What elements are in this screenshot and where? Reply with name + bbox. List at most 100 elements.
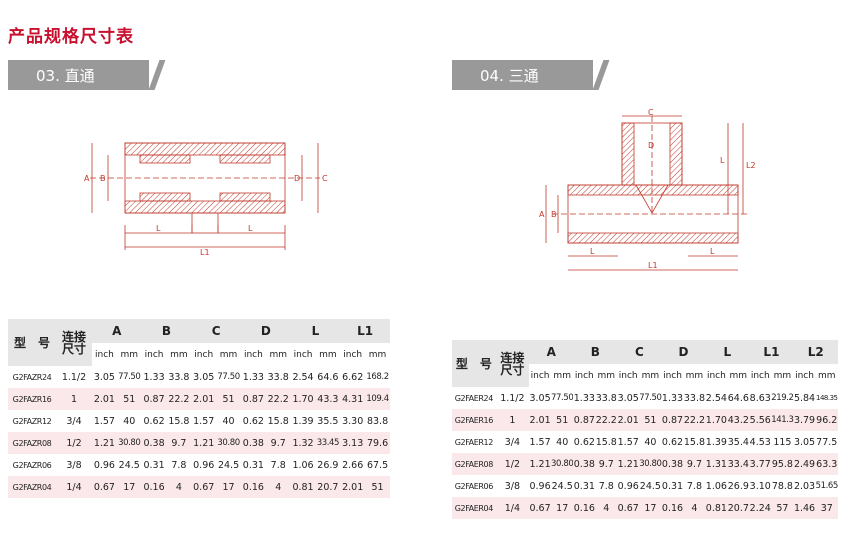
value-cell: 3.05 [617, 392, 639, 404]
value-cell: 0.62 [143, 415, 165, 427]
value-cell: 40 [556, 436, 569, 448]
header-group-l: L [705, 340, 750, 364]
value-cell: 148.35 [816, 394, 838, 402]
connection-size-cell: 1 [56, 388, 92, 410]
value-cell: 2.54 [705, 392, 727, 404]
header-connection-size: 连接 尺寸 [495, 340, 530, 387]
value-cell: 30.80 [551, 453, 574, 475]
value-cell: 79.6 [365, 432, 390, 454]
value-cell: 37 [815, 497, 838, 519]
section-label: 04. 三通 [480, 66, 539, 85]
header-connection-size: 连接 尺寸 [56, 319, 92, 366]
value-cell: 51 [551, 409, 574, 431]
value-cell: 0.67 [92, 476, 117, 498]
value-cell: 63.3 [815, 453, 838, 475]
connection-size-cell: 1.1/2 [61, 371, 87, 383]
value-cell: 30.80 [639, 453, 662, 475]
value-cell: 15.8 [683, 436, 706, 448]
model-cell: G2FAER04 [452, 497, 496, 519]
header-unit-mm: mm [641, 370, 660, 381]
value-cell: 24.5 [551, 480, 573, 492]
value-cell: 96.2 [815, 409, 838, 431]
value-cell: 0.31 [143, 459, 165, 471]
value-cell: 57 [771, 497, 794, 519]
value-cell: 30.80 [216, 432, 241, 454]
dim-L1: L1 [648, 261, 658, 270]
value-cell: 51 [216, 388, 241, 410]
value-cell: 0.96 [617, 480, 639, 492]
header-model: 型 号 [8, 319, 56, 366]
value-cell: 33.8 [168, 371, 190, 383]
header-unit-inch: inch [293, 349, 313, 360]
value-cell: 30.80 [116, 432, 142, 454]
value-cell: 64.6 [727, 392, 749, 404]
value-cell: 17 [551, 497, 574, 519]
dim-L2: L2 [746, 161, 756, 170]
value-cell: 1.46 [793, 497, 816, 519]
value-cell: 0.81 [705, 497, 728, 519]
section-banner-straight: 03. 直通 [8, 60, 166, 90]
value-cell: 1.21 [191, 432, 217, 454]
model-cell: G2FAER12 [454, 437, 494, 447]
value-cell: 33.4 [727, 453, 750, 475]
value-cell: 43.3 [315, 388, 341, 410]
value-cell: 40 [644, 436, 657, 448]
value-cell: 20.7 [315, 476, 341, 498]
header-unit-inch: inch [750, 370, 770, 381]
value-cell: 0.16 [573, 497, 596, 519]
dim-L1: L1 [200, 248, 210, 257]
page-title: 产品规格尺寸表 [8, 27, 134, 47]
value-cell: 0.16 [240, 476, 266, 498]
dim-B: B [100, 174, 106, 183]
value-cell: 9.7 [265, 432, 291, 454]
header-unit-inch: inch [343, 349, 363, 360]
value-cell: 17 [639, 497, 662, 519]
value-cell: 7.8 [270, 459, 286, 471]
header-group-l1: L1 [340, 319, 390, 343]
value-cell: 51 [116, 388, 142, 410]
header-group-a: A [92, 319, 142, 343]
value-cell: 24.5 [217, 459, 240, 471]
value-cell: 15.8 [168, 415, 190, 427]
value-cell: 78.8 [771, 480, 793, 492]
model-cell: G2FAZR12 [12, 416, 52, 426]
dim-D: D [294, 174, 300, 183]
straight-coupling-drawing: A B D C L L L1 [84, 142, 328, 257]
header-unit-mm: mm [817, 370, 836, 381]
header-unit-inch: inch [144, 349, 164, 360]
connection-size-cell: 3/8 [504, 480, 521, 492]
value-cell: 33.8 [683, 392, 706, 404]
value-cell: 24.5 [639, 480, 661, 492]
value-cell: 2.24 [749, 497, 772, 519]
header-group-l1: L1 [749, 340, 794, 364]
value-cell: 22.2 [683, 409, 706, 431]
value-cell: 2.03 [793, 480, 816, 492]
connection-size-cell: 1/2 [495, 453, 530, 475]
connection-size-cell: 1/4 [495, 497, 530, 519]
model-cell: G2FAZR08 [8, 432, 56, 454]
tee-drawing: C D A B L L2 L L L1 [539, 108, 756, 271]
value-cell: 2.01 [92, 388, 117, 410]
model-cell: G2FAER24 [454, 393, 494, 403]
value-cell: 4 [166, 476, 192, 498]
header-unit-inch: inch [574, 370, 594, 381]
value-cell: 0.16 [661, 497, 684, 519]
value-cell: 0.16 [141, 476, 167, 498]
value-cell: 0.67 [617, 497, 640, 519]
value-cell: 115 [773, 436, 792, 448]
value-cell: 3.13 [340, 432, 366, 454]
value-cell: 7.8 [171, 459, 187, 471]
dim-L-left: L [590, 247, 595, 256]
header-unit-inch: inch [795, 370, 814, 381]
value-cell: 0.96 [93, 459, 115, 471]
value-cell: 1.33 [573, 392, 595, 404]
value-cell: 15.8 [595, 436, 617, 448]
value-cell: 77.50 [551, 393, 574, 403]
value-cell: 109.4 [365, 388, 390, 410]
value-cell: 6.62 [342, 371, 364, 383]
header-unit-mm: mm [597, 370, 616, 381]
